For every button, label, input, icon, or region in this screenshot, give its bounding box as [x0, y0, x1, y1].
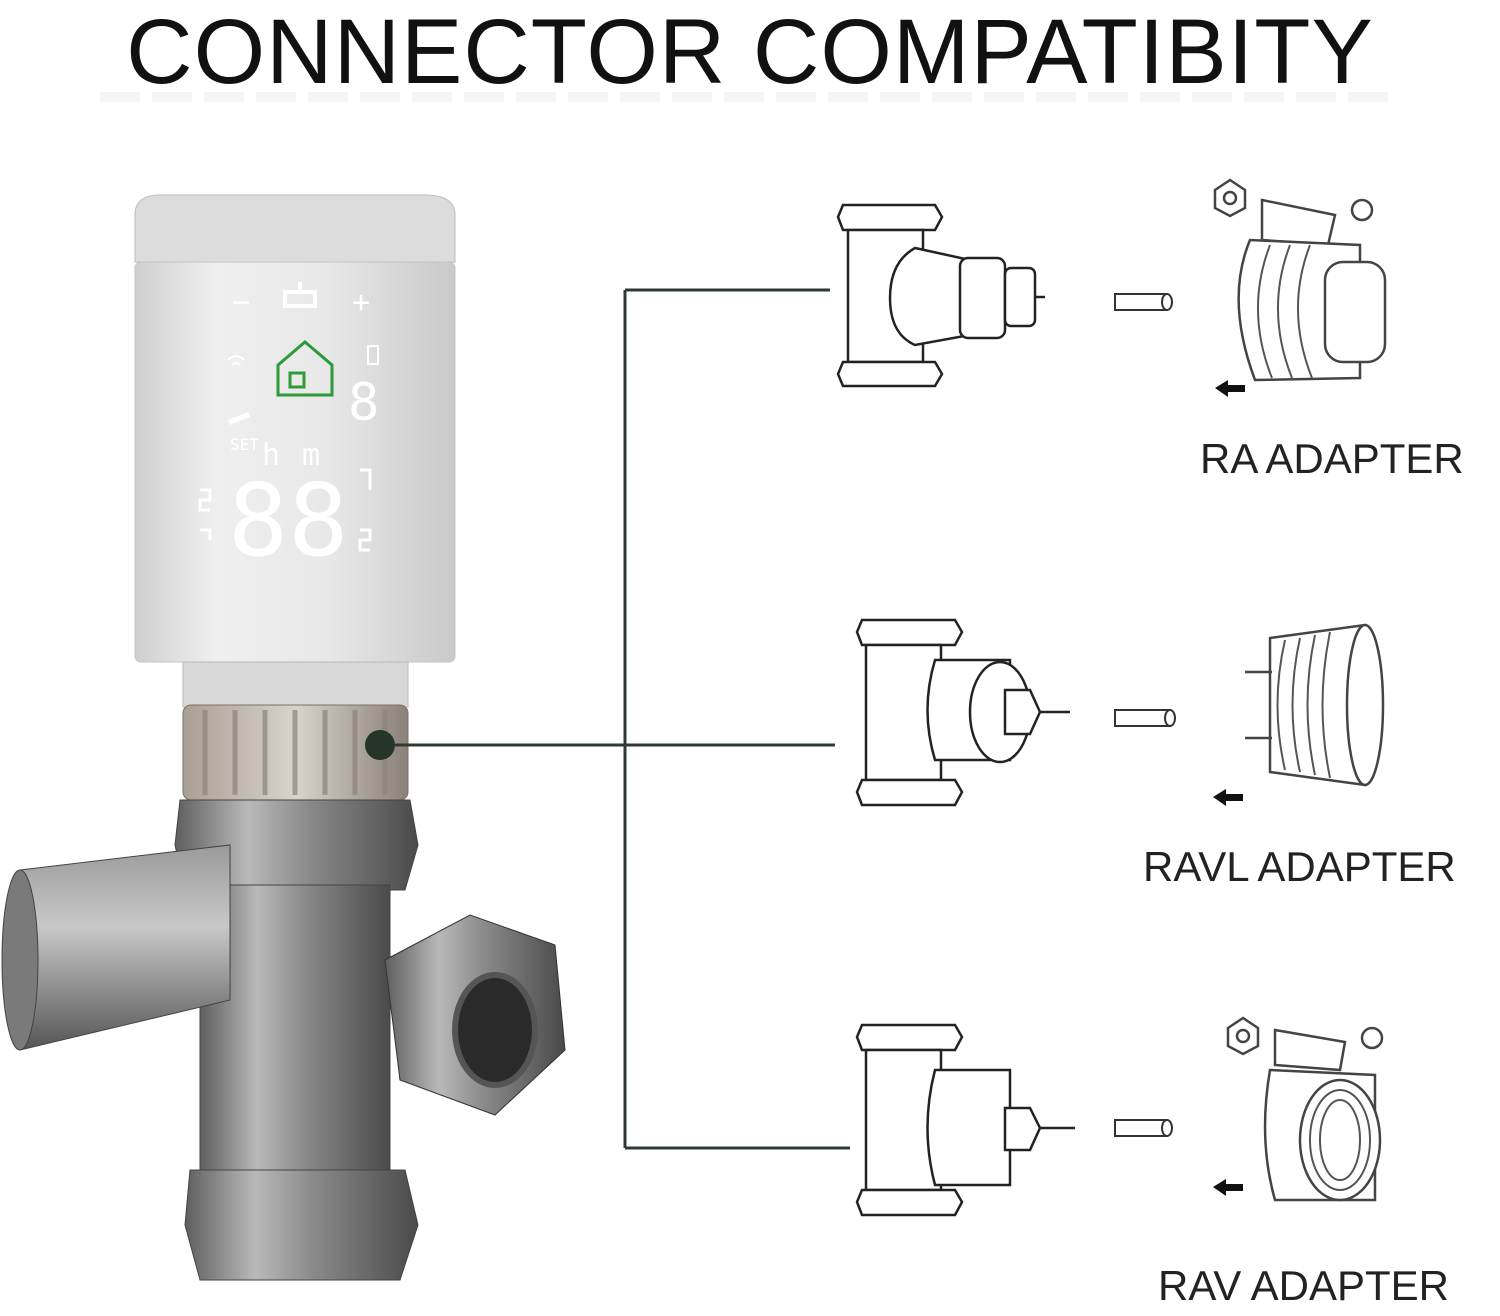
valve-body [1, 799, 566, 1281]
rav-adapter-label: RAV ADAPTER [1158, 1262, 1449, 1309]
arrow-left-icon [1213, 789, 1243, 806]
pin-rav [1114, 1119, 1168, 1137]
plus-symbol: + [352, 285, 370, 320]
battery-icon [367, 345, 379, 365]
ravl-adapter-label: RAVL ADAPTER [1143, 843, 1456, 890]
small-digit-display: 8 [348, 373, 379, 433]
rav-valve-drawing [855, 1023, 1075, 1217]
thermostat-device: − + 8 SET h m 88 [134, 194, 456, 801]
page-title: CONNECTOR COMPATIBITY [126, 1, 1374, 103]
ravl-valve-drawing [855, 618, 1070, 807]
large-digit-display: 88 [228, 462, 348, 579]
hour-label: h [262, 438, 280, 473]
rav-adapter-drawing [1226, 1016, 1384, 1202]
pin-ra [1114, 293, 1168, 311]
pin-ravl [1114, 709, 1171, 727]
home-icon [276, 340, 334, 397]
valve-icon [283, 282, 317, 308]
connector-lines [395, 288, 850, 1150]
faint-subtitle-text [100, 92, 1400, 102]
ra-adapter-label: RA ADAPTER [1200, 435, 1464, 482]
side-indicators [198, 468, 372, 552]
airplane-icon [228, 412, 250, 425]
arrow-left-icon [1213, 1179, 1243, 1196]
minute-label: m [302, 438, 320, 473]
ravl-adapter-drawing [1245, 623, 1385, 787]
pins [1114, 293, 1176, 1137]
wifi-icon [227, 355, 245, 366]
ra-valve-drawing [836, 203, 1045, 388]
minus-symbol: − [232, 285, 250, 320]
arrow-left-icon [1215, 380, 1245, 397]
ra-adapter-drawing [1213, 178, 1387, 382]
connector-dot [365, 730, 395, 760]
set-label: SET [230, 435, 259, 454]
